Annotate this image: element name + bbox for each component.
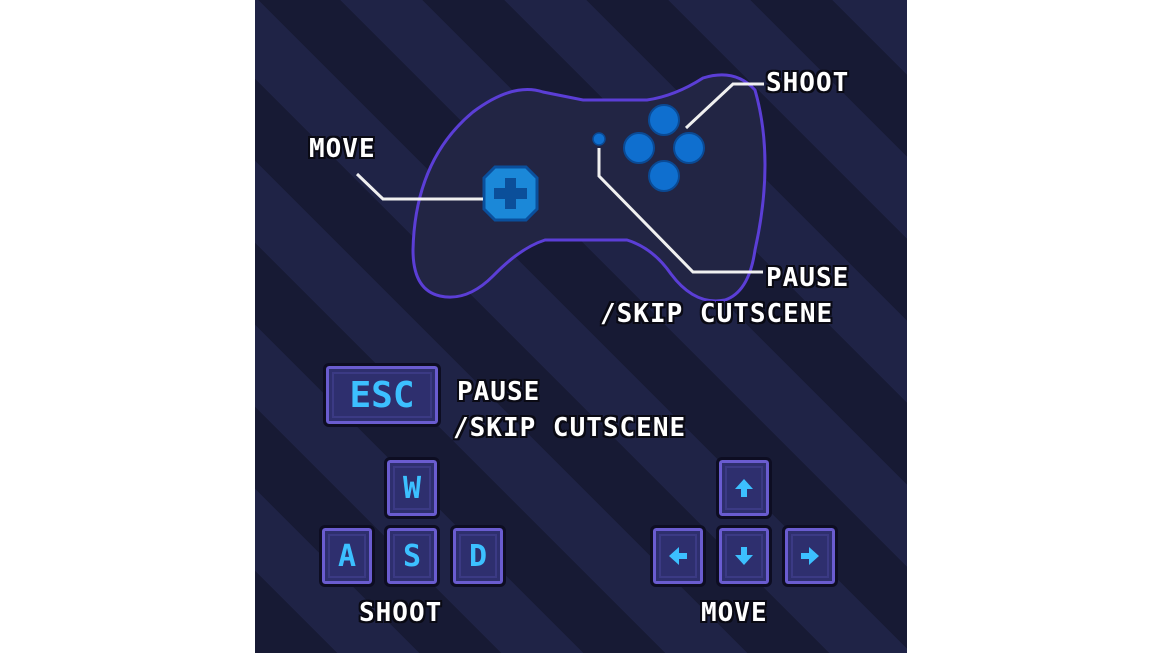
key-d: D [450,525,506,587]
key-w: W [384,457,440,519]
arrows-label: MOVE [701,598,768,628]
arrow-up-icon [735,479,753,497]
wasd-label: SHOOT [359,598,443,628]
dpad-icon [482,165,539,222]
esc-desc-line2: /SKIP CUTSCENE [453,413,687,443]
key-d-label: D [468,538,488,574]
arrow-down-icon [735,547,753,565]
esc-key-label: ESC [349,374,415,416]
pause-leader-line [597,148,763,274]
controller-diagram [355,73,767,303]
arrow-right-icon [801,547,819,565]
key-w-label: W [402,470,422,506]
esc-key: ESC [323,363,441,427]
shoot-leader-line [684,82,764,130]
shoot-label: SHOOT [766,68,850,98]
key-s-label: S [402,538,422,574]
arrow-left-icon [669,547,687,565]
controls-panel: SHOOT MOVE PAUSE /SKIP CUTSCENE ESC PAUS… [255,0,907,653]
key-a-label: A [337,538,357,574]
start-button-icon [592,132,606,146]
key-left [650,525,706,587]
move-label: MOVE [309,134,376,164]
pause-label-line1: PAUSE [766,263,850,293]
key-a: A [319,525,375,587]
esc-desc-line1: PAUSE [457,377,541,407]
pause-label-line2: /SKIP CUTSCENE [600,299,834,329]
key-down [716,525,772,587]
key-right [782,525,838,587]
move-leader-line [355,172,483,201]
face-buttons-icon [623,104,705,192]
gamepad-body [411,73,767,303]
key-up [716,457,772,519]
key-s: S [384,525,440,587]
